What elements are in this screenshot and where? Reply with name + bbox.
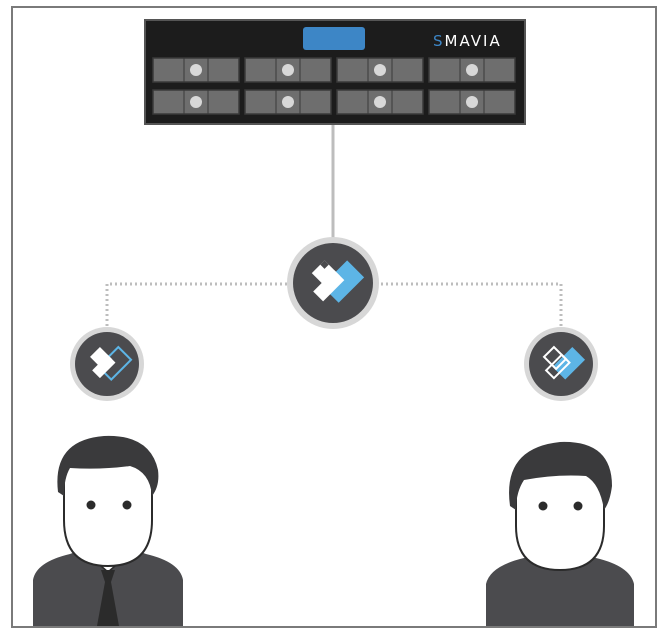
status-display [303,27,365,50]
left-user-hair [57,435,159,496]
hub-logo-icon [311,260,365,303]
client-logo-icon [90,345,133,381]
left-user-left-eye [86,500,96,510]
right-user-avatar [486,441,634,626]
right-client-node[interactable] [524,327,598,401]
drive-bay [244,89,332,115]
right-user-hair [509,441,612,510]
right-user-body [486,554,634,626]
drive-bay [428,57,516,83]
drive-bay [428,89,516,115]
right-user-left-eye [538,501,548,511]
brand-logo: SMAVIA [433,32,502,50]
drive-bays [152,57,516,115]
client-logo-icon [542,345,586,380]
drive-bay [244,57,332,83]
drive-bay-led [466,96,478,108]
drive-bay-led [190,96,202,108]
left-user-tie [97,570,119,626]
drive-bay-led [282,64,294,76]
storage-device: SMAVIA [144,19,526,125]
left-user-right-eye [122,500,132,510]
drive-bay [336,57,424,83]
drive-bay [336,89,424,115]
right-user-right-eye [573,501,583,511]
drive-bay-led [374,64,386,76]
left-user-avatar [33,435,183,626]
drive-bay-led [374,96,386,108]
drive-bay-led [282,96,294,108]
left-client-node[interactable] [70,327,144,401]
drive-bay-led [190,64,202,76]
hub-to-right-client-link [381,282,563,328]
drive-bay [152,57,240,83]
drive-bay-led [466,64,478,76]
hub-node[interactable] [287,237,379,329]
drive-bay [152,89,240,115]
hub-to-left-client-link [105,282,287,328]
